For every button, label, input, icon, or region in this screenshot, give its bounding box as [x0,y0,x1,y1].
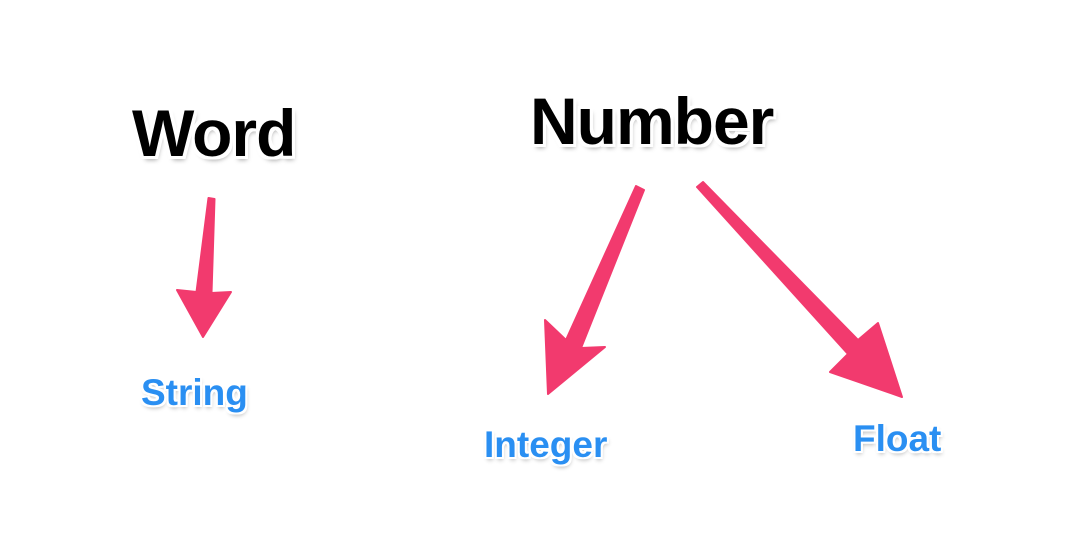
node-number: Number [530,84,774,158]
node-integer: Integer [484,424,608,465]
node-string: String [141,372,248,413]
arrow-number-to-float [696,181,903,398]
node-word: Word [132,96,296,170]
arrow-word-to-string [176,197,232,338]
arrow-number-to-integer [544,185,645,395]
node-float: Float [853,418,942,459]
